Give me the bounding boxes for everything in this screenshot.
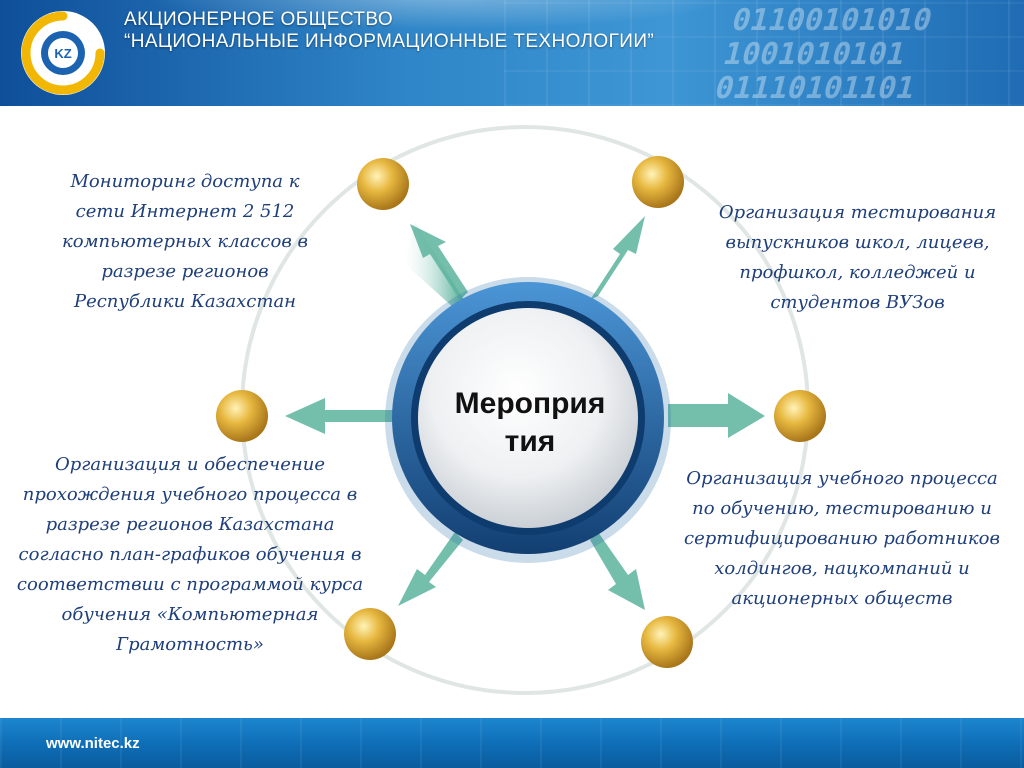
arrow-down-left	[398, 532, 463, 606]
organization-name: АКЦИОНЕРНОЕ ОБЩЕСТВО “НАЦИОНАЛЬНЫЕ ИНФОР…	[124, 9, 654, 53]
activity-line: Организация учебного процесса	[686, 468, 998, 489]
node-top-left	[357, 158, 409, 210]
activity-line: разрезе регионов Казахстана	[45, 514, 335, 535]
website-link[interactable]: www.nitec.kz	[46, 735, 140, 752]
arrow-up-right	[590, 216, 645, 300]
node-right	[774, 390, 826, 442]
logo-text: KZ	[54, 46, 71, 61]
activity-line: Мониторинг доступа к	[70, 171, 300, 192]
node-bottom-right	[641, 616, 693, 668]
footer-decoration	[0, 718, 1024, 768]
arrow-right	[668, 393, 765, 438]
node-left	[216, 390, 268, 442]
activity-regional-training: Организация и обеспечение прохождения уч…	[10, 450, 370, 660]
activity-line: обучения «Компьютерная	[61, 604, 319, 625]
activity-line: Организация тестирования	[718, 202, 997, 223]
org-line-1: АКЦИОНЕРНОЕ ОБЩЕСТВО	[124, 9, 393, 30]
activity-line: сети Интернет 2 512	[75, 201, 295, 222]
node-top-right	[632, 156, 684, 208]
activity-line: Грамотность»	[116, 634, 264, 655]
binary-row: 01100101010	[728, 3, 936, 38]
arrow-down-right	[590, 532, 645, 610]
activity-line: соответствии с программой курса	[16, 574, 364, 595]
activity-line: согласно план-графиков обучения в	[18, 544, 362, 565]
activity-line: профшкол, колледжей и	[739, 262, 976, 283]
activity-line: акционерных обществ	[731, 588, 953, 609]
activity-line: по обучению, тестированию и	[692, 498, 992, 519]
header-shine	[140, 0, 740, 30]
activity-line: холдингов, нацкомпаний и	[714, 558, 970, 579]
hub-inner-disc	[418, 308, 638, 528]
hub-title: Мероприя тия	[430, 385, 630, 461]
hub-title-line-2: тия	[504, 425, 556, 458]
binary-row: 01110101101	[711, 71, 919, 106]
binary-row: 1001010101	[719, 37, 910, 72]
activity-line: выпускников школ, лицеев,	[725, 232, 990, 253]
activity-internet-monitoring: Мониторинг доступа к сети Интернет 2 512…	[40, 167, 330, 317]
arrow-left	[285, 398, 395, 434]
arrow-up-left	[410, 224, 468, 300]
hub-title-line-1: Мероприя	[454, 387, 606, 420]
activity-line: Организация и обеспечение	[55, 454, 325, 475]
activities-diagram	[216, 125, 826, 695]
header-grid-decoration	[504, 0, 1024, 106]
activity-corporate-certification: Организация учебного процесса по обучени…	[672, 464, 1012, 614]
activity-line: сертифицированию работников	[684, 528, 1000, 549]
activity-line: компьютерных классов в	[62, 231, 308, 252]
node-bottom-left	[344, 608, 396, 660]
activity-line: Республики Казахстан	[73, 291, 297, 312]
org-line-2: “НАЦИОНАЛЬНЫЕ ИНФОРМАЦИОННЫЕ ТЕХНОЛОГИИ”	[124, 31, 655, 52]
binary-decoration: 01100101010 1001010101 01110101101	[711, 3, 1024, 106]
company-logo: KZ	[21, 11, 105, 95]
arrow-up-left	[404, 222, 466, 309]
activity-line: разрезе регионов	[101, 261, 269, 282]
activity-line: прохождения учебного процесса в	[22, 484, 358, 505]
activity-graduate-testing: Организация тестирования выпускников шко…	[700, 198, 1015, 318]
activity-line: студентов ВУЗов	[770, 292, 945, 313]
header-banner: 01100101010 1001010101 01110101101 KZ АК…	[0, 0, 1024, 106]
footer-bar: www.nitec.kz	[0, 718, 1024, 768]
